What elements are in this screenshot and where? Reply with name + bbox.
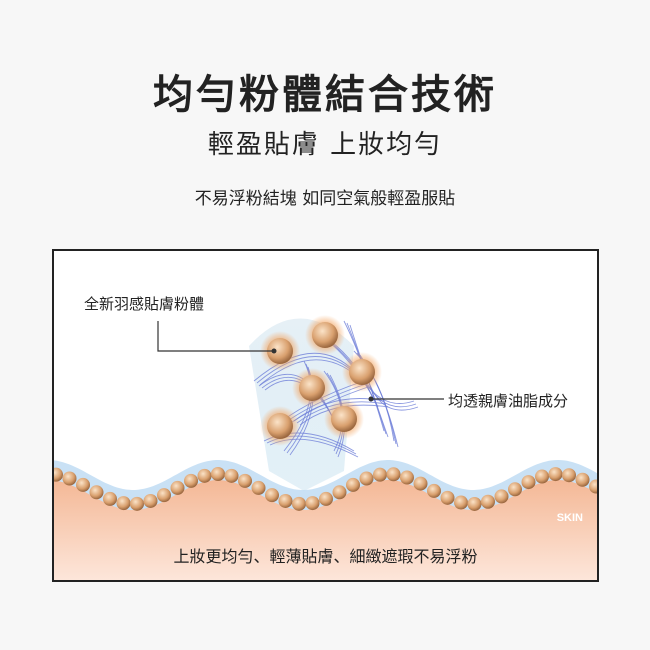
powder-bead [89, 485, 104, 500]
powder-bead [467, 496, 482, 511]
powder-leader-dot [271, 348, 277, 354]
powder-particle [349, 359, 375, 385]
powder-bead [508, 482, 522, 497]
powder-bead [130, 496, 144, 511]
powder-bead [521, 475, 536, 490]
powder-bead [278, 493, 293, 508]
powder-bead [373, 467, 387, 482]
diagram-illustration [54, 315, 597, 580]
powder-bead [211, 467, 225, 481]
powder-bead [305, 496, 320, 511]
skin-label: SKIN [556, 512, 583, 524]
powder-bead [575, 472, 590, 487]
powder-bead [494, 489, 509, 504]
powder-bead [386, 467, 401, 482]
powder-bead [170, 480, 185, 495]
powder-bead [481, 494, 495, 509]
powder-bead [454, 495, 468, 510]
powder-bead [535, 469, 549, 484]
powder-bead [197, 468, 212, 483]
powder-bead [292, 496, 306, 511]
powder-bead [427, 483, 441, 498]
powder-bead [359, 471, 374, 486]
powder-particle [312, 322, 338, 348]
powder-bead [54, 467, 63, 482]
powder-bead [265, 488, 279, 503]
powder-particle [267, 413, 293, 439]
page-title: 均勻粉體結合技術 [153, 72, 497, 118]
powder-bead [143, 493, 158, 508]
powder-bead [562, 468, 576, 483]
powder-bead [238, 473, 252, 488]
technology-diagram: 全新羽感貼膚粉體 均透親膚油脂成分 SKIN 上妝更均勻、輕薄貼膚、細緻遮瑕不易… [52, 249, 599, 582]
powder-bead [224, 468, 239, 483]
powder-bead [103, 491, 117, 506]
powder-bead [346, 477, 360, 492]
powder-bead [440, 490, 455, 505]
powder-bead [548, 467, 563, 482]
powder-bead [400, 470, 414, 485]
powder-particle [299, 375, 325, 401]
powder-bead [332, 485, 347, 500]
powder-particle [331, 406, 357, 432]
powder-bead [251, 480, 266, 495]
skin-layer [54, 480, 597, 580]
powder-bead [62, 471, 77, 486]
powder-particle [267, 338, 293, 364]
powder-leader-line [157, 321, 274, 352]
powder-bead [76, 477, 90, 492]
powder-bead [589, 479, 597, 494]
benefit-caption: 上妝更均勻、輕薄貼膚、細緻遮瑕不易浮粉 [173, 547, 478, 566]
powder-label: 全新羽感貼膚粉體 [84, 295, 205, 313]
oil-leader-dot [368, 396, 374, 402]
powder-bead [157, 488, 171, 503]
powder-bead [184, 473, 198, 488]
powder-bead [413, 476, 428, 491]
page-subtitle: 輕盈貼膚 上妝均勻 [207, 130, 443, 160]
oil-fiber [369, 384, 419, 411]
oil-label: 均透親膚油脂成分 [448, 392, 569, 410]
page-description: 不易浮粉結塊 如同空氣般輕盈服貼 [194, 189, 456, 209]
powder-bead [319, 491, 333, 506]
powder-bead [116, 496, 131, 511]
